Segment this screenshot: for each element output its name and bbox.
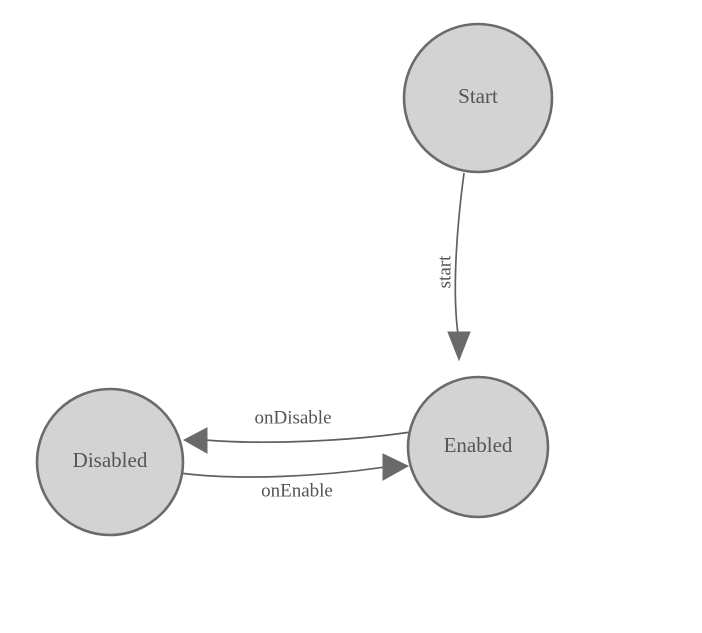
node-enabled-circle (406, 375, 550, 519)
node-disabled[interactable]: Disabled (35, 387, 185, 537)
node-start-circle (402, 22, 554, 174)
edge-enabled-to-disabled-path (204, 431, 412, 444)
edge-label-ondisable: onDisable (254, 407, 331, 428)
arrowhead-enabled-to-disabled (182, 427, 208, 454)
edge-start-to-enabled[interactable]: start (434, 172, 471, 362)
node-enabled[interactable]: Enabled (406, 375, 550, 519)
arrowhead-start-to-enabled (447, 331, 471, 362)
node-start-label: Start (458, 84, 498, 108)
edge-enabled-to-disabled[interactable]: onDisable (182, 407, 412, 454)
edge-start-to-enabled-path (454, 172, 465, 335)
node-disabled-circle (35, 387, 185, 537)
edge-label-onenable: onEnable (261, 480, 333, 501)
node-disabled-label: Disabled (73, 448, 148, 472)
edge-disabled-to-enabled-path (179, 466, 386, 478)
edge-disabled-to-enabled[interactable]: onEnable (179, 453, 410, 501)
arrowhead-disabled-to-enabled (382, 453, 410, 481)
edge-label-start: start (434, 255, 455, 288)
node-enabled-label: Enabled (444, 433, 513, 457)
node-start[interactable]: Start (402, 22, 554, 174)
